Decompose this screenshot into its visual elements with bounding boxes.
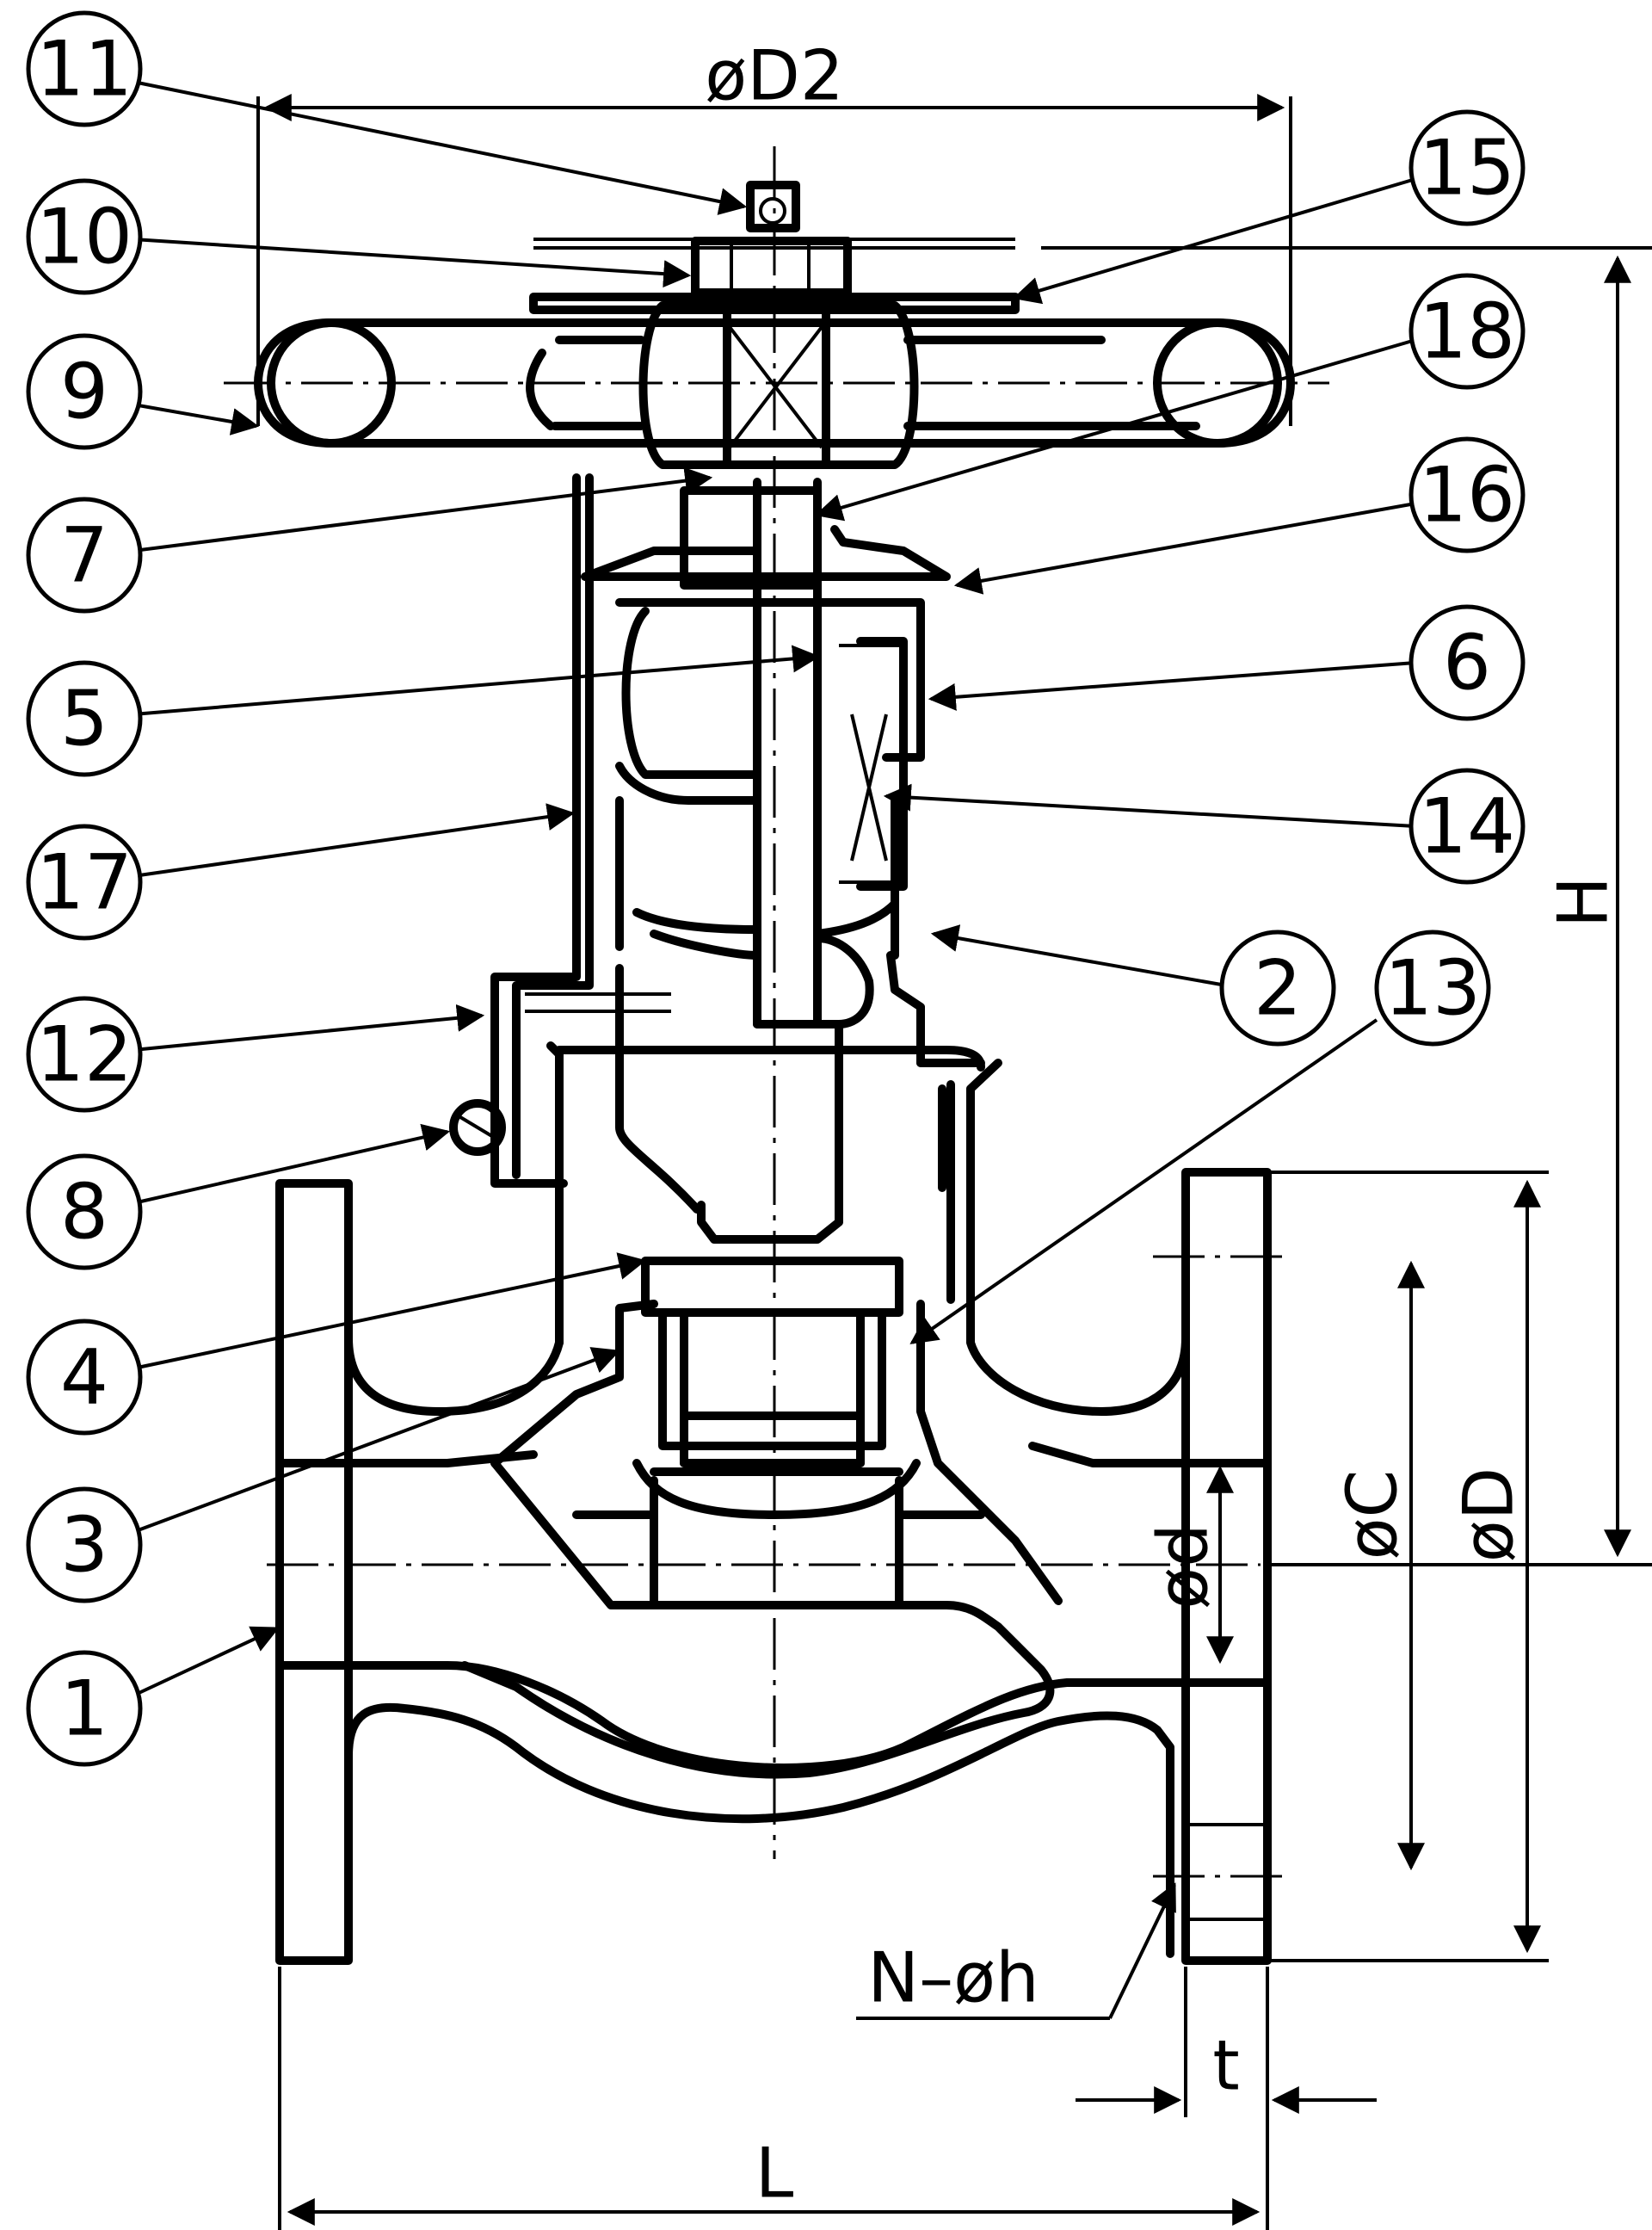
svg-text:10: 10 <box>36 193 133 281</box>
dim-length: L <box>755 2134 794 2214</box>
callout-11: 11 <box>26 10 143 127</box>
handwheel <box>254 181 1295 469</box>
svg-text:6: 6 <box>1443 619 1491 707</box>
callout-18: 18 <box>1409 273 1526 390</box>
valve-body <box>275 951 1272 1965</box>
dim-flange-diameter: øD <box>1449 1467 1529 1563</box>
callout-1: 1 <box>26 1650 143 1767</box>
svg-text:2: 2 <box>1254 944 1302 1033</box>
callout-7: 7 <box>26 497 143 614</box>
dimension-lines <box>256 94 1652 2230</box>
disc <box>641 1257 903 1467</box>
svg-text:13: 13 <box>1384 944 1481 1033</box>
callout-9: 9 <box>26 333 143 450</box>
dim-flange-thickness: t <box>1212 2026 1239 2106</box>
svg-text:17: 17 <box>36 838 133 927</box>
svg-text:18: 18 <box>1419 287 1515 376</box>
svg-text:1: 1 <box>60 1665 108 1753</box>
dim-seat-diameter: ød <box>1143 1523 1224 1609</box>
svg-text:11: 11 <box>36 25 133 114</box>
callout-16: 16 <box>1409 436 1526 553</box>
callout-8: 8 <box>26 1153 143 1270</box>
stem <box>680 478 843 1244</box>
svg-text:9: 9 <box>60 348 108 436</box>
callout-5: 5 <box>26 660 143 777</box>
callout-4: 4 <box>26 1319 143 1436</box>
callout-12: 12 <box>26 996 143 1113</box>
dim-bolt-circle: øC <box>1333 1470 1413 1560</box>
dim-bolt-holes: N–øh <box>867 1938 1039 2018</box>
svg-text:12: 12 <box>36 1010 133 1099</box>
svg-text:14: 14 <box>1419 782 1515 871</box>
yoke <box>449 473 951 1188</box>
dim-handwheel-diameter: øD2 <box>705 36 843 116</box>
callout-2: 2 <box>1219 930 1336 1047</box>
svg-text:3: 3 <box>60 1501 108 1590</box>
leader-lines <box>133 80 1416 1697</box>
svg-text:16: 16 <box>1419 451 1515 540</box>
svg-text:5: 5 <box>60 675 108 763</box>
callout-13: 13 <box>1374 930 1491 1047</box>
callout-3: 3 <box>26 1486 143 1603</box>
svg-text:7: 7 <box>60 511 108 600</box>
dimension-labels: øD2 H ød øC øD N–øh t L <box>705 36 1623 2214</box>
svg-text:4: 4 <box>60 1333 108 1422</box>
callout-17: 17 <box>26 824 143 941</box>
callout-10: 10 <box>26 178 143 295</box>
svg-text:8: 8 <box>60 1168 108 1257</box>
dim-height: H <box>1544 876 1624 928</box>
svg-text:15: 15 <box>1419 124 1515 213</box>
callout-14: 14 <box>1409 768 1526 885</box>
callout-6: 6 <box>1409 604 1526 721</box>
callout-15: 15 <box>1409 109 1526 226</box>
